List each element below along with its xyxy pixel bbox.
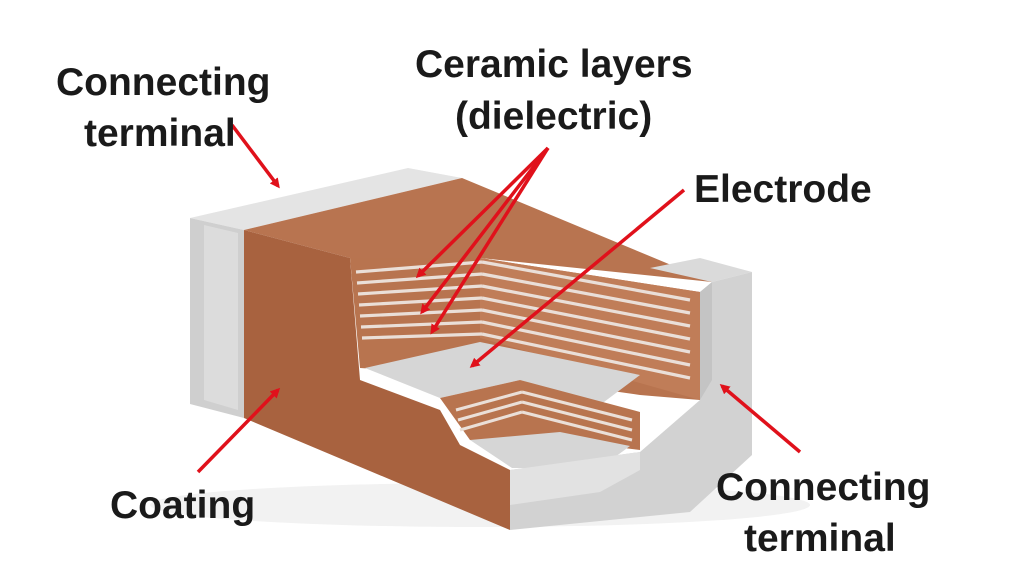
arrow-coating (196, 387, 281, 474)
coating-label: Coating (110, 484, 256, 527)
arrow-ceramic-3 (430, 147, 550, 335)
connecting-terminal-label-top-left-line2: terminal (84, 112, 236, 155)
arrow-electrode (469, 188, 686, 368)
lower-layer-step (440, 380, 640, 468)
electrode-plate (365, 342, 640, 405)
ceramic-layers-label-line2: (dielectric) (455, 95, 653, 138)
ceramic-top-face (244, 178, 712, 282)
connecting-terminal-label-bottom-right-line1: Connecting (716, 466, 931, 509)
coating-front-face (244, 230, 510, 530)
annotation-arrows (196, 123, 802, 474)
arrow-terminal-top-left (230, 123, 280, 189)
right-terminal (510, 258, 752, 530)
connecting-terminal-label-top-left-line1: Connecting (56, 61, 271, 104)
connecting-terminal-label-bottom-right-line2: terminal (744, 517, 896, 560)
arrow-ceramic-1 (415, 146, 550, 279)
ceramic-layers-label-line1: Ceramic layers (415, 43, 693, 86)
arrow-terminal-bottom-right (719, 384, 802, 454)
electrode-label: Electrode (694, 168, 872, 211)
arrow-ceramic-2 (420, 146, 550, 315)
left-terminal (190, 168, 462, 418)
